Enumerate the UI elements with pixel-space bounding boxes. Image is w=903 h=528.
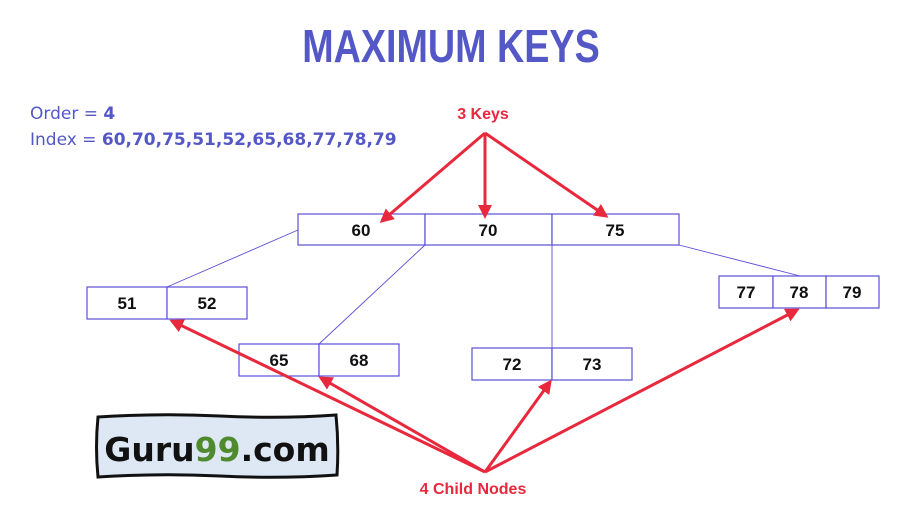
key: 79 [843,283,862,302]
index-text: Index = 60,70,75,51,52,65,68,77,78,79 [30,130,397,150]
key: 70 [479,221,498,240]
child-arrows [169,308,800,474]
key: 78 [790,283,809,302]
key: 60 [352,221,371,240]
key: 65 [270,351,289,370]
root-node: 60 70 75 [297,213,680,246]
child-node-3: 72 73 [471,347,633,381]
guru99-logo: Guru99.com [95,413,340,479]
child-nodes-label: 4 Child Nodes [420,481,527,498]
page-title: MAXIMUM KEYS [302,20,599,71]
key: 72 [503,355,522,374]
key: 73 [583,355,602,374]
child-node-2: 65 68 [238,343,400,377]
keys-label: 3 Keys [457,106,509,123]
key: 52 [198,294,217,313]
key: 77 [737,283,756,302]
keys-arrows [379,131,609,223]
child-node-1: 51 52 [86,286,248,320]
tree-links [166,229,801,348]
key: 51 [118,294,137,313]
key: 75 [606,221,625,240]
order-text: Order = 4 [30,104,115,124]
key: 68 [350,351,369,370]
svg-text:Guru99.com: Guru99.com [104,430,329,469]
child-node-4: 77 78 79 [718,275,880,309]
